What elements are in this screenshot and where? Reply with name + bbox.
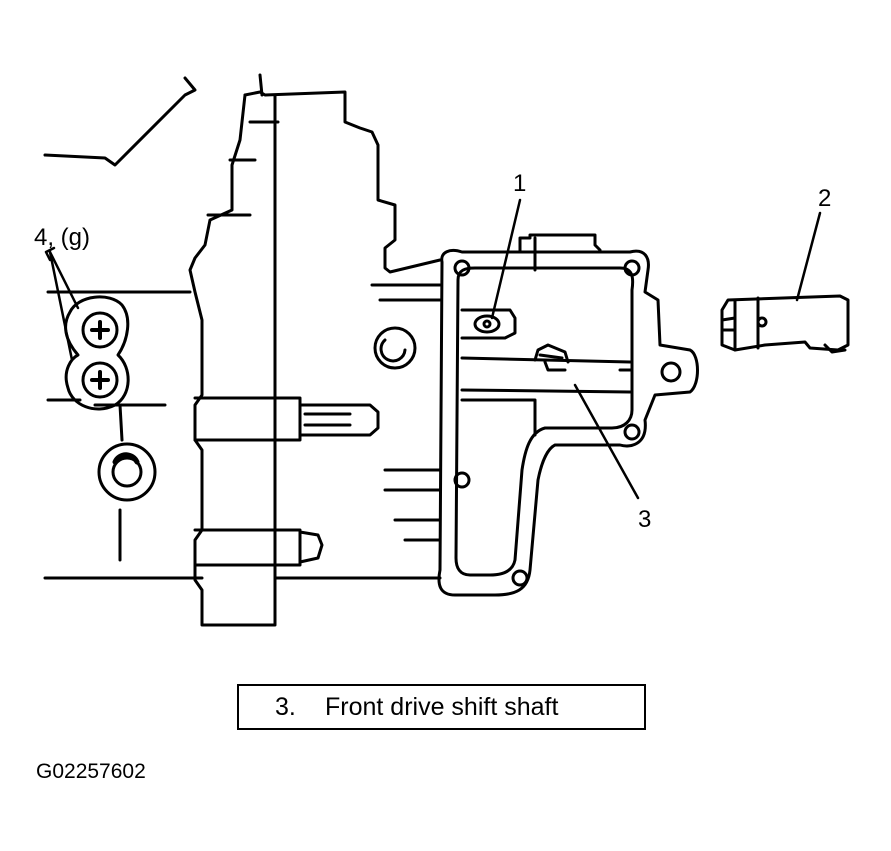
leader-lines [46, 200, 820, 498]
shift-sleeve [722, 296, 848, 352]
caption-box: 3. Front drive shift shaft [237, 684, 646, 730]
housing-body [45, 92, 440, 625]
callout-3: 3 [638, 506, 652, 533]
figure-id: G02257602 [36, 760, 146, 783]
shift-shaft [462, 310, 632, 435]
linkage-rod [45, 75, 262, 165]
caption-number: 3. [275, 692, 296, 721]
caption-text: Front drive shift shaft [325, 692, 559, 721]
bolt-pair [66, 297, 155, 560]
callout-2: 2 [818, 185, 832, 212]
callout-1: 1 [513, 170, 527, 197]
callout-4: 4, (g) [34, 224, 91, 251]
cover-gasket [439, 235, 698, 595]
